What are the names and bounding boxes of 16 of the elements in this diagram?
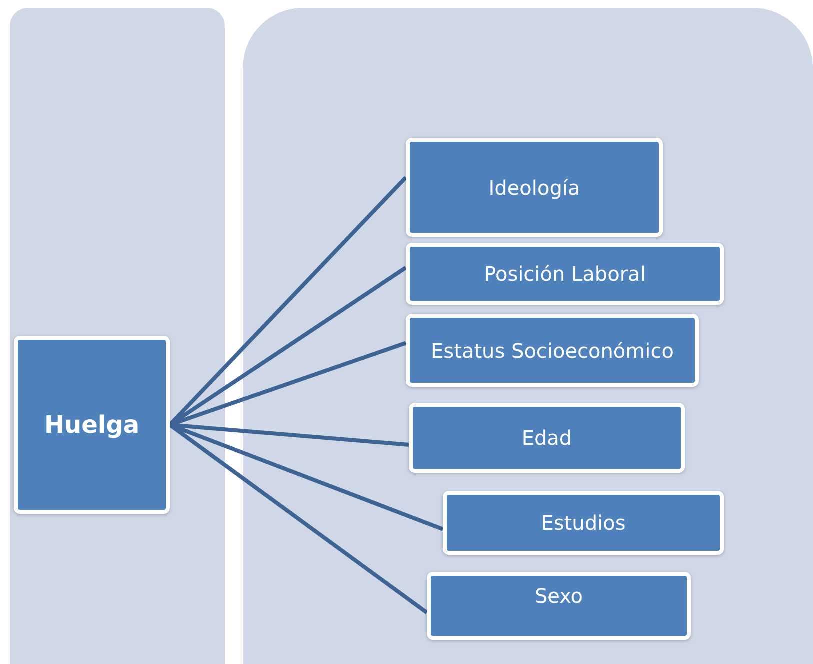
- category-box: [443, 491, 724, 555]
- background-panel: [243, 8, 813, 664]
- category-box: [409, 403, 685, 473]
- background-panel: [10, 8, 225, 664]
- category-label: Estudios: [541, 511, 626, 535]
- category-box: [406, 314, 699, 387]
- category-label: Ideología: [488, 176, 580, 200]
- category-label: Estatus Socioeconómico: [431, 338, 674, 362]
- category-label: Edad: [522, 426, 572, 450]
- category-box: [14, 336, 170, 514]
- title-label: Huelga: [44, 411, 140, 439]
- category-box: [406, 243, 724, 305]
- category-label: Posición Laboral: [484, 262, 646, 286]
- category-box: [427, 572, 691, 640]
- category-label: Sexo: [534, 584, 584, 608]
- category-box: [406, 138, 663, 237]
